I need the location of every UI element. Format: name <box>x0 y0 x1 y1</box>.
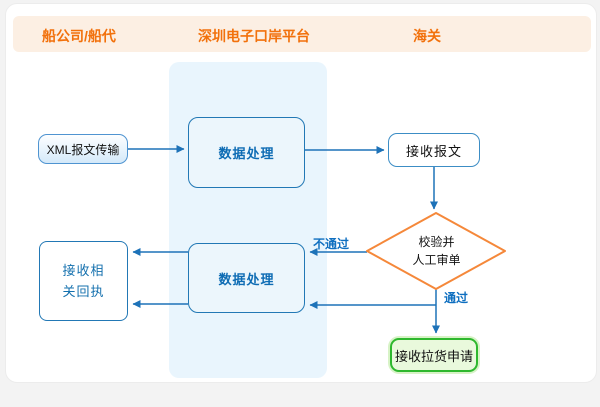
node-receive-receipt: 接收相 关回执 <box>39 241 128 321</box>
node-xml-message-transfer: XML报文传输 <box>38 134 128 164</box>
node-data-processing-top: 数据处理 <box>188 117 305 188</box>
swimlane-header-band <box>13 16 591 52</box>
node-receive-pull-cargo-request: 接收拉货申请 <box>390 338 478 372</box>
node-data-processing-bottom: 数据处理 <box>188 243 305 313</box>
receipt-label-line2: 关回执 <box>62 284 105 299</box>
lane-label-eport-platform: 深圳电子口岸平台 <box>198 28 310 44</box>
lane-label-shipping-company: 船公司/船代 <box>42 28 116 44</box>
edge-label-pass: 通过 <box>444 291 469 305</box>
node-receive-message: 接收报文 <box>388 133 480 167</box>
platform-column-panel <box>169 62 327 378</box>
lane-label-customs: 海关 <box>413 28 441 44</box>
node-verify-manual-review: 校验并 人工审单 <box>371 233 502 269</box>
receipt-label-line1: 接收相 <box>62 263 105 278</box>
edge-label-fail: 不通过 <box>313 237 350 251</box>
verify-label-line1: 校验并 <box>418 235 455 249</box>
verify-label-line2: 人工审单 <box>412 253 461 267</box>
